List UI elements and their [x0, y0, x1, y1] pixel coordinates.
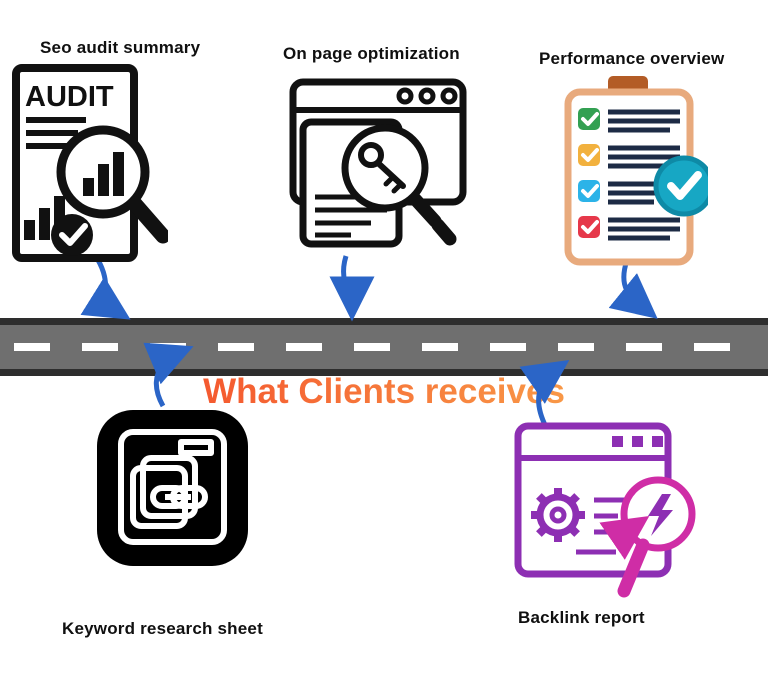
arrow-seo-audit-to-road [80, 258, 131, 320]
black-app-link-folder-icon [97, 410, 248, 566]
label-backlink-report: Backlink report [518, 608, 645, 627]
audit-heading-text: AUDIT [25, 81, 114, 113]
page-title: What Clients receives [0, 372, 768, 412]
label-performance-overview: Performance overview [539, 49, 725, 68]
browser-gear-magnifier-icon [514, 422, 696, 598]
road-center-dashes [14, 343, 754, 351]
browser-magnifier-key-icon [289, 78, 467, 248]
label-seo-audit-summary: Seo audit summary [40, 38, 201, 57]
clipboard-checklist-icon [564, 76, 708, 266]
check-badge-icon [653, 155, 708, 217]
lightning-bolt-icon [648, 494, 673, 536]
arrow-onpage-to-road [329, 255, 375, 322]
audit-document-magnifier-icon: AUDIT [12, 64, 168, 262]
label-keyword-research-sheet: Keyword research sheet [62, 619, 263, 638]
road-divider [0, 318, 768, 376]
label-on-page-optimization: On page optimization [283, 44, 460, 63]
